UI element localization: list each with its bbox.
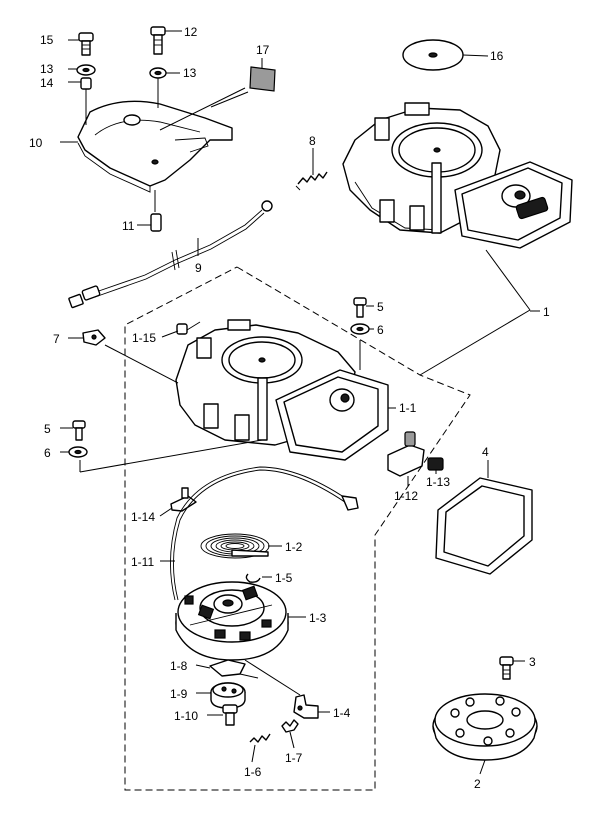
clip-1-5 (245, 573, 261, 583)
callout-1-5: 1-5 (275, 571, 293, 585)
callout-1: 1 (543, 305, 550, 319)
callout-13-right: 13 (183, 66, 197, 80)
starter-assembly-1 (342, 102, 573, 249)
callout-1-4: 1-4 (333, 706, 351, 720)
bolt-1-10 (222, 704, 238, 726)
callout-7: 7 (53, 332, 60, 346)
bolt-15 (78, 32, 94, 56)
callout-5-left: 5 (44, 422, 51, 436)
disc-16 (402, 39, 464, 71)
callout-9: 9 (195, 261, 202, 275)
spring-8 (295, 171, 328, 191)
washer-13-right (149, 67, 167, 79)
callout-10: 10 (29, 136, 43, 150)
plate-7 (82, 329, 106, 346)
callout-1-1: 1-1 (399, 401, 417, 415)
collar-14 (80, 77, 92, 90)
bolt-5-left (72, 420, 86, 441)
sub-assembly-boundary (124, 266, 471, 791)
label-17 (249, 66, 276, 92)
callout-1-3: 1-3 (309, 611, 327, 625)
bolt-5-right (353, 297, 367, 318)
callout-5-right: 5 (377, 300, 384, 314)
spacer-11 (150, 213, 162, 232)
insert-1-13 (427, 457, 444, 471)
callout-1-6: 1-6 (244, 765, 262, 779)
callout-1-13: 1-13 (426, 475, 450, 489)
callout-1-8: 1-8 (170, 659, 188, 673)
handle-1-12 (387, 431, 425, 477)
callout-1-14: 1-14 (131, 510, 155, 524)
callout-14: 14 (40, 76, 54, 90)
bolt-3 (499, 656, 514, 680)
callout-12: 12 (184, 25, 198, 39)
callout-3: 3 (529, 655, 536, 669)
callout-8: 8 (309, 134, 316, 148)
spring-1-7 (281, 719, 299, 733)
callout-15: 15 (40, 33, 54, 47)
callout-11: 11 (122, 219, 135, 233)
cover-10 (77, 100, 233, 193)
cable-9 (68, 200, 273, 309)
callout-1-12: 1-12 (394, 489, 418, 503)
callout-1-10: 1-10 (174, 709, 198, 723)
clip-1-15 (176, 321, 201, 335)
ratchet-1-9 (210, 682, 246, 709)
bolt-12 (150, 26, 166, 55)
callout-4: 4 (482, 445, 489, 459)
seal-4 (435, 477, 533, 575)
callout-1-2: 1-2 (285, 540, 303, 554)
washer-13-left (76, 64, 96, 76)
callout-1-15: 1-15 (132, 331, 156, 345)
callout-1-9: 1-9 (170, 687, 188, 701)
callout-17: 17 (256, 43, 270, 57)
guide-1-14 (170, 487, 197, 512)
callout-1-7: 1-7 (285, 751, 303, 765)
callout-13-left: 13 (40, 62, 54, 76)
washer-6-right (350, 323, 370, 335)
lever-1-4 (293, 694, 319, 719)
spring-1-6 (249, 733, 271, 743)
callout-1-11: 1-11 (131, 555, 154, 569)
spring-1-2 (200, 533, 270, 559)
flange-2 (432, 693, 538, 761)
plate-1-8 (209, 659, 246, 677)
washer-6-left (68, 446, 88, 458)
pulley-1-3 (175, 581, 289, 661)
housing-1-1 (175, 319, 389, 461)
callout-2: 2 (474, 777, 481, 791)
callout-6-left: 6 (44, 446, 51, 460)
callout-6-right: 6 (377, 323, 384, 337)
rope-1-11 (170, 466, 359, 601)
callout-16: 16 (490, 49, 504, 63)
